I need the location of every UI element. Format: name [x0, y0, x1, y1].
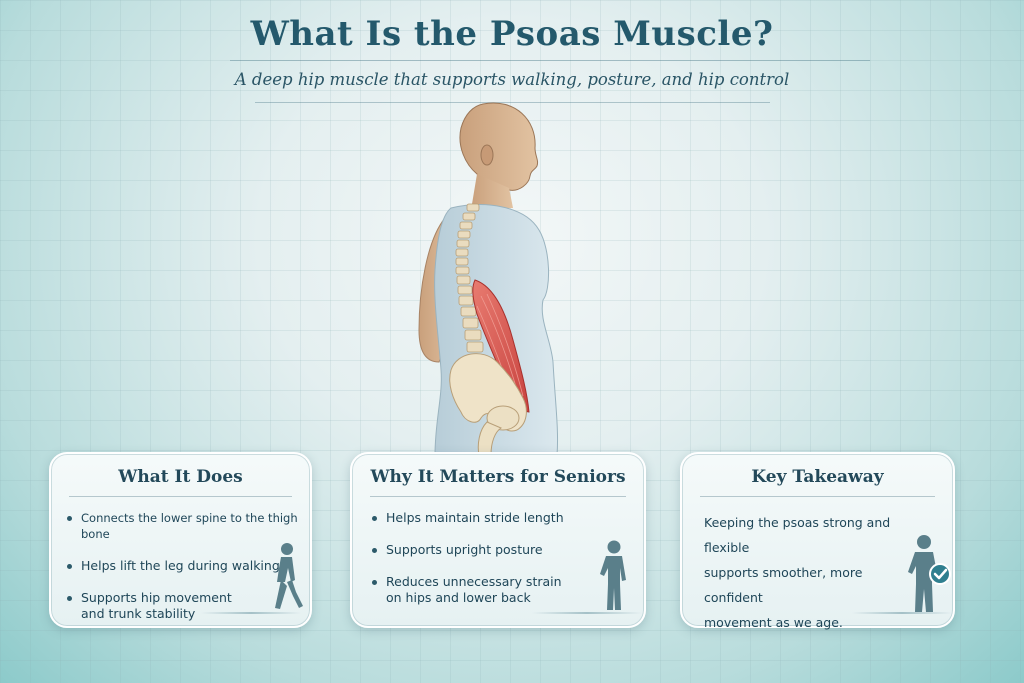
- person-check-icon: [908, 535, 951, 612]
- subtitle-rule: [255, 102, 770, 103]
- list-item: Helps lift the leg during walking: [67, 558, 310, 574]
- list-item-line: Supports hip movement: [81, 590, 232, 605]
- card-title: What It Does: [118, 467, 243, 487]
- spine: [455, 203, 484, 353]
- card-divider: [370, 496, 626, 497]
- ground-line: [532, 612, 642, 614]
- list-item-line: and trunk stability: [81, 606, 196, 621]
- card-what-it-does: What It Does Connects the lower spine to…: [49, 452, 312, 628]
- takeaway-line: Keeping the psoas strong and flexible: [704, 515, 891, 555]
- list-item-line: on hips and lower back: [386, 590, 531, 605]
- card-why-it-matters: Why It Matters for Seniors Helps maintai…: [350, 452, 646, 628]
- list-item: Helps maintain stride length: [372, 510, 564, 526]
- femur-bone: [477, 421, 503, 455]
- bullet-list: Connects the lower spine to the thigh bo…: [67, 510, 310, 622]
- checkmark-badge: [929, 563, 951, 585]
- list-item: Connects the lower spine to the thigh bo…: [67, 510, 310, 542]
- page-title: What Is the Psoas Muscle?: [250, 14, 774, 54]
- takeaway-text: Keeping the psoas strong and flexible su…: [704, 510, 914, 635]
- standing-person-icon: [600, 540, 626, 610]
- neck-shape: [471, 174, 513, 210]
- head-shape: [459, 102, 539, 191]
- ground-line: [852, 612, 952, 614]
- takeaway-line: movement as we age.: [704, 615, 843, 630]
- psoas-anatomy-illustration: [418, 102, 559, 455]
- bullet-list: Helps maintain stride length Supports up…: [372, 510, 564, 606]
- card-divider: [69, 496, 292, 497]
- page-subtitle: A deep hip muscle that supports walking,…: [234, 70, 790, 89]
- card-key-takeaway: Key Takeaway Keeping the psoas strong an…: [680, 452, 955, 630]
- takeaway-line: supports smoother, more confident: [704, 565, 863, 605]
- card-title: Key Takeaway: [751, 467, 884, 487]
- ear-shape: [480, 144, 494, 166]
- list-item: Supports upright posture: [372, 542, 564, 558]
- ground-line: [201, 612, 301, 614]
- card-title: Why It Matters for Seniors: [370, 467, 626, 487]
- femur-head: [486, 405, 520, 431]
- card-divider: [700, 496, 935, 497]
- list-item-line: Reduces unnecessary strain: [386, 574, 562, 589]
- walking-person-icon: [275, 543, 303, 609]
- title-rule: [230, 60, 870, 61]
